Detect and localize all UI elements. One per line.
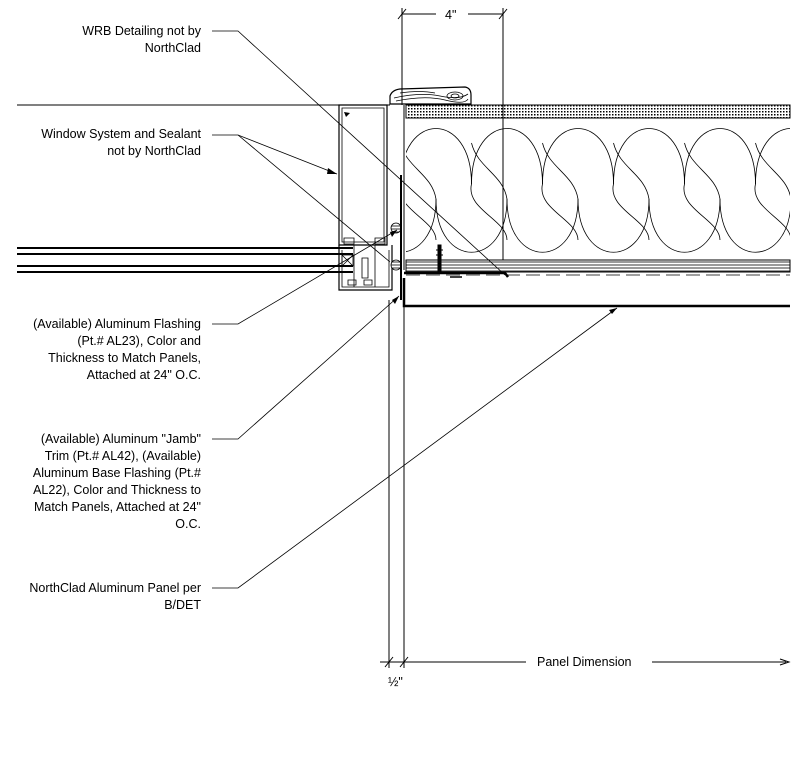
leader-arrowheads [327, 112, 617, 314]
glazing-unit [17, 248, 353, 272]
callout-wrb: WRB Detailing not by NorthClad [82, 24, 201, 55]
callout-aluminum-flashing: (Available) Aluminum Flashing (Pt.# AL23… [33, 317, 201, 382]
leader-window-system-a [212, 135, 337, 174]
leader-wrb [212, 31, 505, 275]
sealant-backer-rods [390, 222, 402, 271]
insulation-loop [436, 143, 507, 252]
batt-insulation [330, 129, 802, 253]
insulation-loop [791, 143, 802, 252]
insulation-loop [330, 129, 437, 241]
window-frame [339, 105, 392, 290]
dimension-panel-label: Panel Dimension [537, 655, 632, 669]
aluminum-flashing [404, 273, 508, 277]
callout-window-system: Window System and Sealant not by NorthCl… [41, 127, 201, 158]
insulation-loop [365, 143, 436, 252]
insulation-loop [543, 129, 650, 241]
insulation-loop [401, 129, 508, 241]
insulation-loop [578, 143, 649, 252]
rigid-board-top [406, 105, 790, 118]
sheathing-layer [406, 260, 790, 272]
callout-jamb-trim: (Available) Aluminum "Jamb" Trim (Pt.# A… [32, 432, 201, 531]
leader-flashing [212, 230, 397, 324]
insulation-loop [685, 129, 792, 241]
leader-jamb-trim [212, 296, 399, 439]
dimension-small-label: ½" [388, 675, 403, 689]
dimension-bottom [380, 657, 789, 667]
insulation-loop [720, 143, 791, 252]
dimension-top [398, 8, 507, 260]
insulation-loop [472, 129, 579, 241]
wood-blocking [390, 87, 471, 104]
callout-panel: NorthClad Aluminum Panel per B/DET [29, 581, 201, 612]
dimension-top-label: 4" [445, 8, 456, 22]
insulation-loop [649, 143, 720, 252]
insulation-loop [614, 129, 721, 241]
leader-lines [212, 31, 617, 588]
leader-panel [212, 308, 617, 588]
aluminum-panel [404, 278, 790, 306]
insulation-loop [507, 143, 578, 252]
leader-window-system-b [238, 135, 390, 262]
insulation-loop [756, 129, 802, 241]
